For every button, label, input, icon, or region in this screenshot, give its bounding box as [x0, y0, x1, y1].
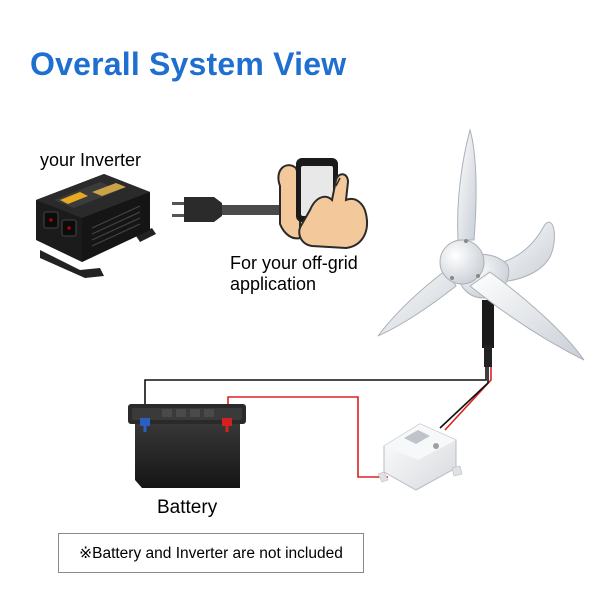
- disclaimer-text: ※Battery and Inverter are not included: [79, 544, 343, 562]
- battery-icon: [128, 404, 246, 488]
- plug-icon: [172, 197, 292, 222]
- wind-turbine-icon: [377, 128, 585, 367]
- application-label-line2: application: [230, 274, 317, 294]
- red-wire-battery: [227, 396, 388, 478]
- phone-in-hand-icon: [277, 158, 368, 250]
- black-wire-controller: [439, 345, 489, 429]
- application-label-line1: For your off-grid: [230, 253, 358, 273]
- disclaimer-box: ※Battery and Inverter are not included: [58, 533, 364, 573]
- battery-label: Battery: [157, 497, 218, 518]
- inverter-icon: [36, 174, 156, 278]
- page-title: Overall System View: [30, 46, 347, 82]
- controller-icon: [377, 423, 463, 491]
- inverter-label: your Inverter: [40, 150, 142, 170]
- application-label: For your off-grid application: [230, 253, 358, 295]
